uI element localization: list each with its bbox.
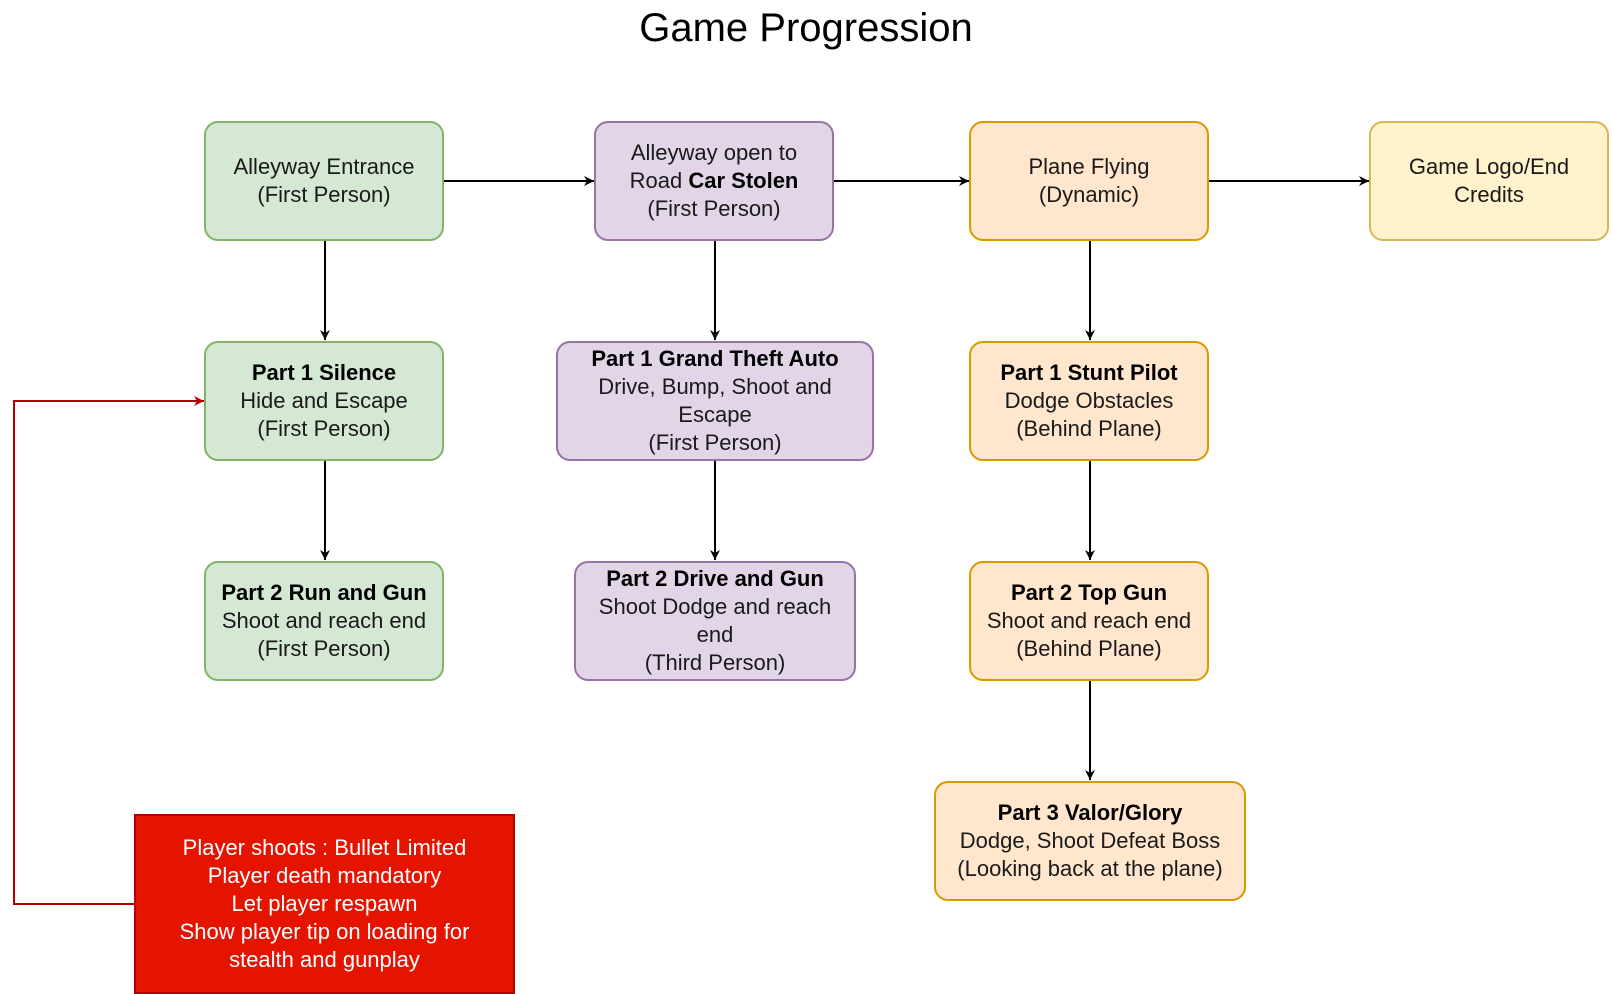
note-text: Let player respawn: [231, 891, 418, 916]
node-heading: Part 2 Drive and Gun: [606, 566, 824, 591]
node-text: Escape: [678, 402, 752, 427]
node-text: (First Person): [257, 636, 391, 661]
node-heading: Part 2 Run and Gun: [221, 580, 427, 605]
node-text: Credits: [1454, 182, 1524, 207]
node-text: (First Person): [648, 430, 782, 455]
node-part1-grand-theft-auto[interactable]: Part 1 Grand Theft Auto Drive, Bump, Sho…: [556, 341, 874, 461]
node-text: Dodge, Shoot Defeat Boss: [959, 828, 1221, 853]
node-text: Dodge Obstacles: [1004, 388, 1174, 413]
node-text: Alleyway open to: [630, 140, 798, 165]
node-text: (First Person): [257, 416, 391, 441]
node-plane-flying[interactable]: Plane Flying (Dynamic): [969, 121, 1209, 241]
node-text: Road: [629, 168, 689, 193]
node-part1-silence[interactable]: Part 1 Silence Hide and Escape (First Pe…: [204, 341, 444, 461]
node-part2-drive-and-gun[interactable]: Part 2 Drive and Gun Shoot Dodge and rea…: [574, 561, 856, 681]
node-text: Drive, Bump, Shoot and: [598, 374, 832, 399]
node-text: (First Person): [647, 196, 781, 221]
node-text: Alleyway Entrance: [233, 154, 415, 179]
node-part2-run-and-gun[interactable]: Part 2 Run and Gun Shoot and reach end (…: [204, 561, 444, 681]
node-text: Game Logo/End: [1408, 154, 1570, 179]
note-player-death-rules[interactable]: Player shoots : Bullet Limited Player de…: [134, 814, 515, 994]
node-heading: Part 1 Silence: [251, 360, 397, 385]
node-heading: Part 1 Stunt Pilot: [1000, 360, 1178, 385]
node-part2-top-gun[interactable]: Part 2 Top Gun Shoot and reach end (Behi…: [969, 561, 1209, 681]
node-text: Shoot and reach end: [986, 608, 1192, 633]
diagram-title: Game Progression: [639, 6, 973, 50]
node-text: Shoot and reach end: [221, 608, 427, 633]
note-text: stealth and gunplay: [229, 947, 420, 972]
note-text: Player death mandatory: [207, 863, 442, 888]
node-text-bold: Car Stolen: [688, 168, 799, 193]
node-text: (Behind Plane): [1016, 416, 1162, 441]
node-text: Plane Flying: [1028, 154, 1150, 179]
note-text: Player shoots : Bullet Limited: [182, 835, 467, 860]
node-part3-valor-glory[interactable]: Part 3 Valor/Glory Dodge, Shoot Defeat B…: [934, 781, 1246, 901]
node-text: (First Person): [257, 182, 391, 207]
node-text: (Dynamic): [1038, 182, 1140, 207]
node-heading: Part 3 Valor/Glory: [997, 800, 1183, 825]
node-text: end: [696, 622, 734, 647]
node-text: Shoot Dodge and reach: [598, 594, 832, 619]
node-heading: Part 2 Top Gun: [1010, 580, 1168, 605]
node-alleyway-open-to-road[interactable]: Alleyway open to Road Car Stolen (First …: [594, 121, 834, 241]
node-text-row: Road Car Stolen: [630, 167, 799, 195]
node-alleyway-entrance[interactable]: Alleyway Entrance (First Person): [204, 121, 444, 241]
arrow-note-to-silence: [13, 396, 204, 905]
node-text: Hide and Escape: [240, 388, 408, 413]
node-part1-stunt-pilot[interactable]: Part 1 Stunt Pilot Dodge Obstacles (Behi…: [969, 341, 1209, 461]
note-text: Show player tip on loading for: [179, 919, 470, 944]
node-heading: Part 1 Grand Theft Auto: [591, 346, 839, 371]
node-text: (Behind Plane): [1016, 636, 1162, 661]
node-text: (Third Person): [644, 650, 786, 675]
node-text: (Looking back at the plane): [957, 856, 1223, 881]
node-game-logo-end-credits[interactable]: Game Logo/End Credits: [1369, 121, 1609, 241]
